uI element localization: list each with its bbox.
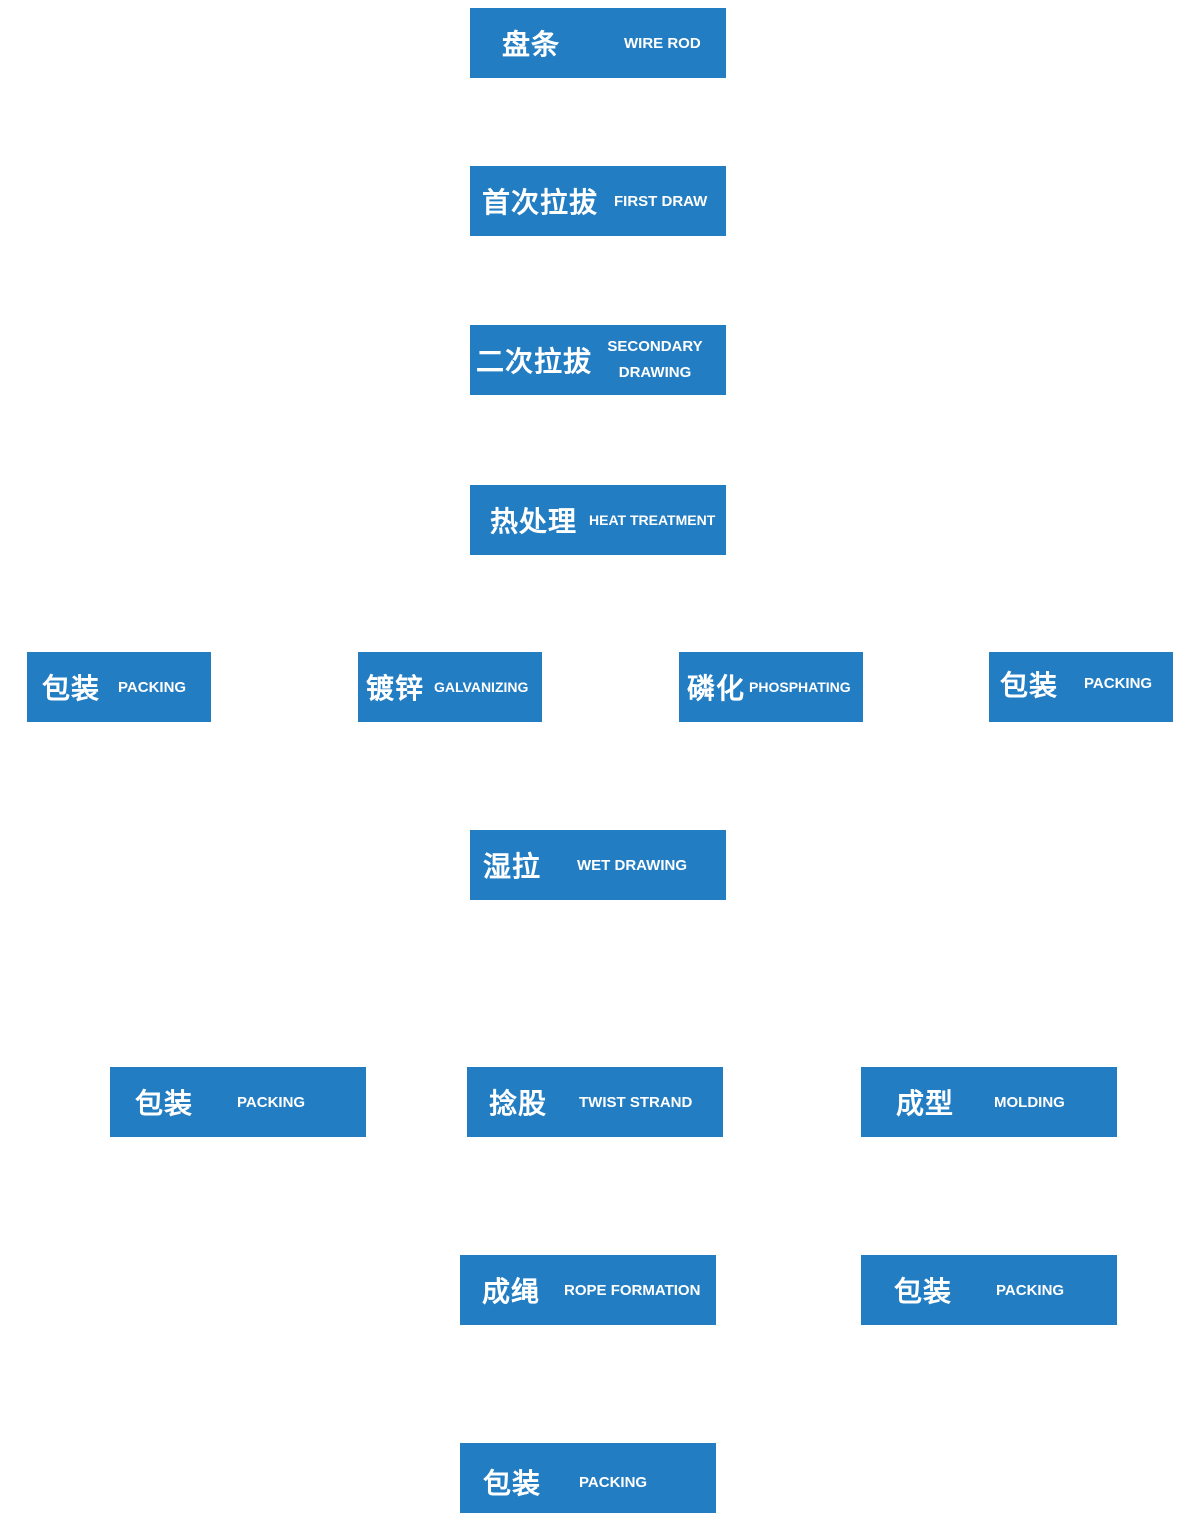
node-label-en: PACKING: [1084, 675, 1153, 692]
node-packing-strand-left: 包装 PACKING: [110, 1067, 366, 1137]
node-packing-right: 包装 PACKING: [989, 652, 1173, 722]
node-label-en: HEAT TREATMENT: [589, 512, 716, 528]
node-rope-formation: 成绳 ROPE FORMATION: [460, 1255, 716, 1325]
node-label-zh: 首次拉拔: [482, 186, 599, 219]
node-wire-rod: 盘条 WIRE ROD: [470, 8, 726, 78]
node-phosphating: 磷化 PHOSPHATING: [679, 652, 863, 722]
node-label-zh: 包装: [894, 1275, 953, 1308]
node-packing-final: 包装 PACKING: [460, 1443, 716, 1513]
node-label-zh: 包装: [483, 1467, 542, 1500]
node-molding: 成型 MOLDING: [861, 1067, 1117, 1137]
node-twist-strand: 捻股 TWIST STRAND: [467, 1067, 723, 1137]
node-label-en: PACKING: [579, 1473, 648, 1491]
node-label-en: TWIST STRAND: [579, 1093, 693, 1111]
node-label-zh: 镀锌: [366, 672, 425, 705]
node-label-zh: 捻股: [489, 1087, 548, 1120]
node-label-en: PACKING: [237, 1093, 306, 1111]
node-label-zh: 二次拉拔: [476, 345, 593, 378]
node-label-en: PHOSPHATING: [749, 679, 851, 695]
node-label-en: GALVANIZING: [434, 679, 529, 695]
node-label-en: ROPE FORMATION: [564, 1281, 701, 1299]
node-label-zh: 磷化: [687, 672, 746, 705]
node-label-zh: 热处理: [490, 505, 578, 538]
node-packing-left: 包装 PACKING: [27, 652, 211, 722]
node-label-en: WET DRAWING: [577, 856, 688, 874]
node-wet-drawing: 湿拉 WET DRAWING: [470, 830, 726, 900]
node-secondary-drawing: 二次拉拔 SECONDARY DRAWING: [470, 325, 726, 395]
node-label-zh: 成绳: [482, 1275, 541, 1308]
node-label-en: WIRE ROD: [624, 34, 701, 52]
node-label-en: FIRST DRAW: [614, 192, 708, 210]
node-label-zh: 包装: [135, 1087, 194, 1120]
node-label-zh: 包装: [1000, 669, 1059, 702]
node-label-zh: 成型: [896, 1087, 955, 1120]
node-label-zh: 盘条: [502, 28, 561, 61]
node-packing-molding: 包装 PACKING: [861, 1255, 1117, 1325]
node-label-en: MOLDING: [994, 1093, 1065, 1111]
node-label-zh: 包装: [42, 672, 101, 705]
node-label-zh: 湿拉: [483, 850, 542, 883]
node-heat-treatment: 热处理 HEAT TREATMENT: [470, 485, 726, 555]
node-label-en: SECONDARY DRAWING: [607, 338, 703, 381]
node-label-en: PACKING: [996, 1281, 1065, 1299]
node-galvanizing: 镀锌 GALVANIZING: [358, 652, 542, 722]
node-label-en: PACKING: [118, 678, 187, 696]
node-first-draw: 首次拉拔 FIRST DRAW: [470, 166, 726, 236]
